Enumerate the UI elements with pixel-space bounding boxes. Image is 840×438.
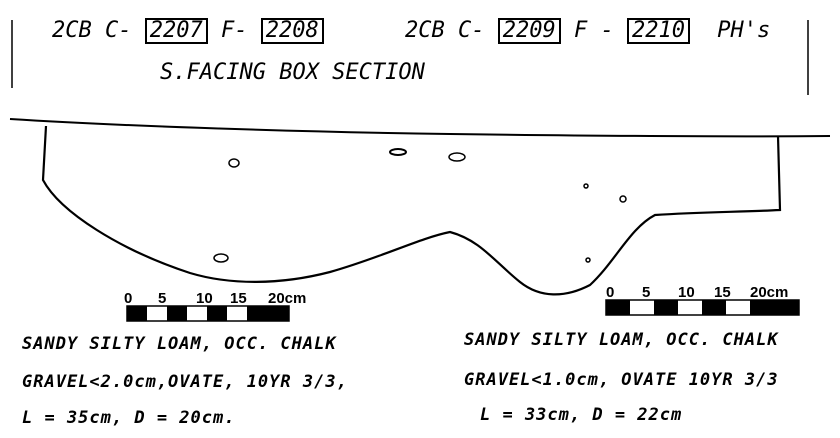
header-right-suffix: PH's — [717, 18, 771, 43]
scale-label: 15 — [714, 284, 731, 301]
context-number-box: 2209 — [497, 18, 561, 44]
header-left: 2CB C- 2207 F- 2208 — [52, 18, 324, 44]
scale-label: 5 — [642, 284, 651, 301]
inclusion — [228, 158, 240, 168]
scale-label: 20cm — [268, 290, 307, 307]
header-right: 2CB C- 2209 F - 2210 PH's — [405, 18, 770, 44]
note-right-line2: GRAVEL<1.0cm, OVATE 10YR 3/3 — [464, 370, 779, 390]
scale-label: 15 — [230, 290, 247, 307]
note-left-line3: L = 35cm, D = 20cm. — [22, 408, 236, 428]
note-left-line2: GRAVEL<2.0cm,OVATE, 10YR 3/3, — [22, 372, 348, 392]
inclusion — [585, 257, 591, 263]
scale-label: 10 — [678, 284, 695, 301]
scale-bar-left — [126, 305, 290, 322]
inclusion — [448, 152, 466, 162]
feature-number-box: 2208 — [260, 18, 324, 44]
inclusion — [389, 148, 407, 156]
header-right-prefix: 2CB C- — [405, 18, 485, 43]
scale-bar-right — [605, 299, 800, 316]
header-left-mid: F- — [220, 18, 248, 43]
inclusion — [583, 183, 589, 189]
header-right-mid: F - — [573, 18, 614, 43]
note-right-line3: L = 33cm, D = 22cm — [480, 405, 683, 425]
feature-number-box: 2210 — [626, 18, 690, 44]
context-number-box: 2207 — [144, 18, 208, 44]
scale-label: 0 — [124, 290, 133, 307]
scale-label: 10 — [196, 290, 213, 307]
scale-label: 5 — [158, 290, 167, 307]
ground-surface-line — [9, 118, 831, 138]
section-profile — [41, 125, 782, 296]
scale-label: 0 — [606, 284, 615, 301]
scale-label: 20cm — [750, 284, 789, 301]
section-subtitle: S.FACING BOX SECTION — [160, 60, 425, 85]
inclusion — [213, 253, 229, 263]
note-left-line1: SANDY SILTY LOAM, OCC. CHALK — [22, 334, 337, 354]
inclusion — [619, 195, 627, 203]
header-left-prefix: 2CB C- — [52, 18, 132, 43]
note-right-line1: SANDY SILTY LOAM, OCC. CHALK — [464, 330, 779, 350]
